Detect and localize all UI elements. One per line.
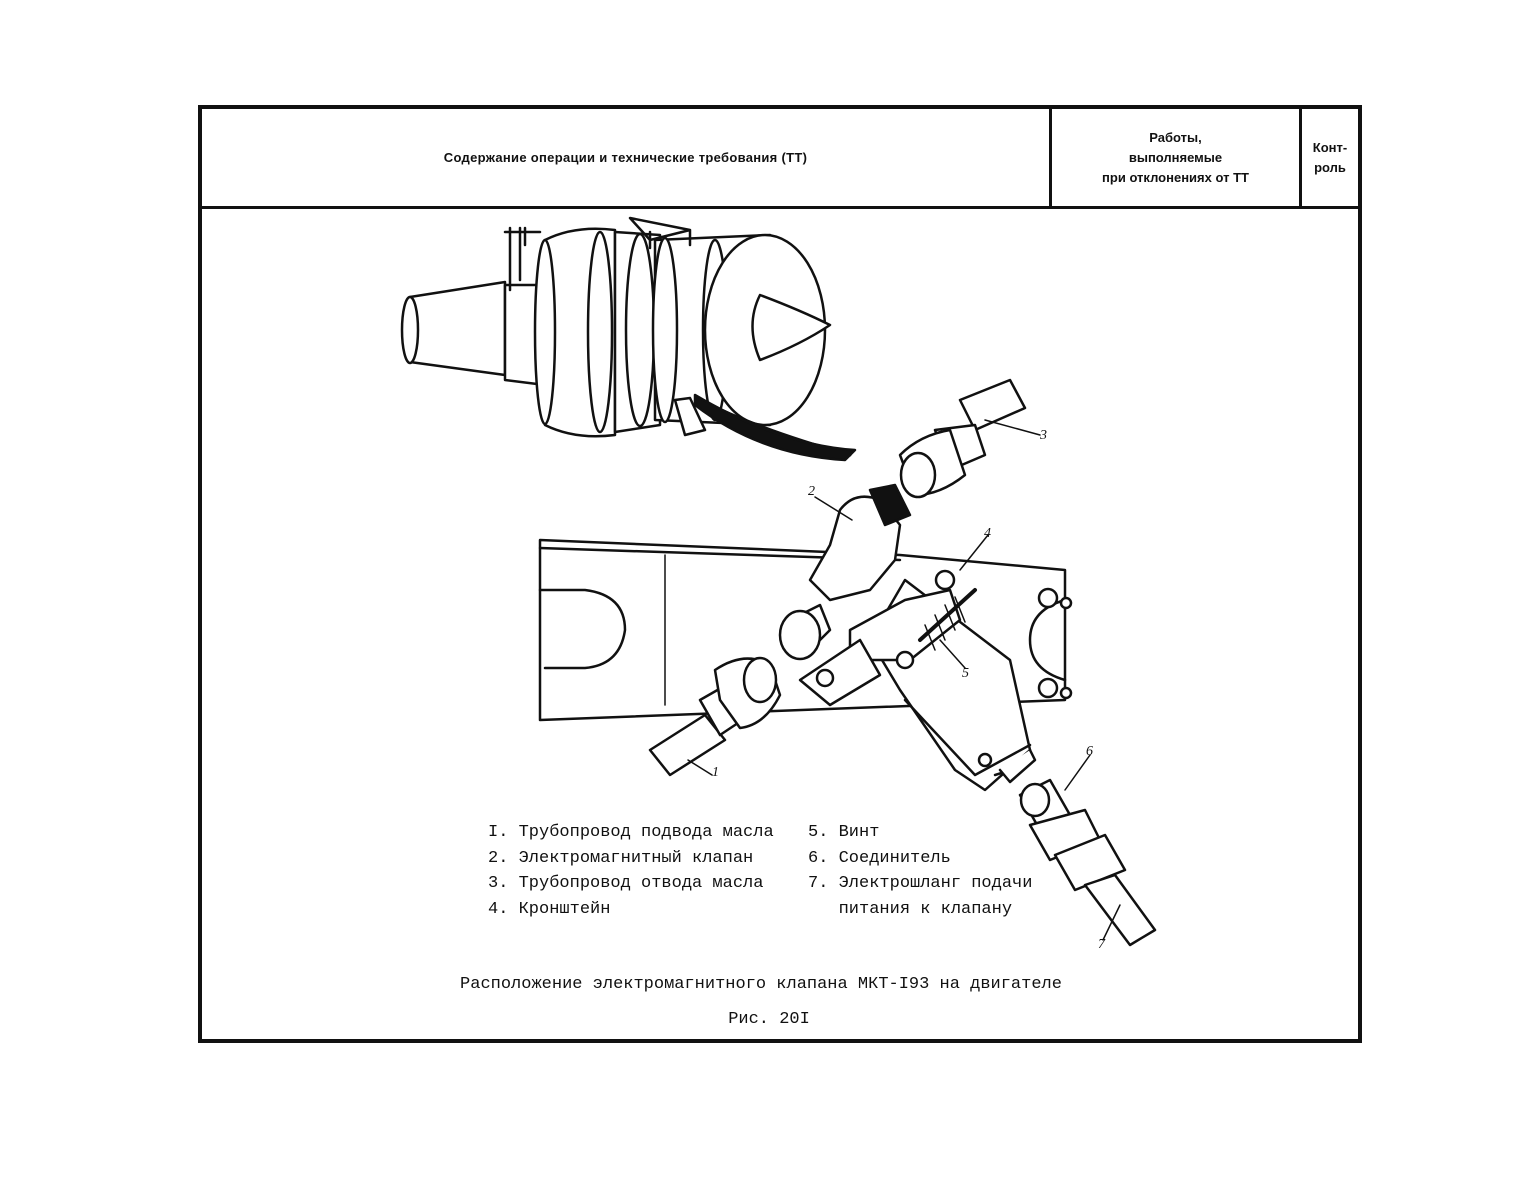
legend-item: 2. Электромагнитный клапан: [488, 848, 754, 868]
header-col-deviation: Работы, выполняемые при отклонениях от Т…: [1052, 109, 1302, 206]
legend-right: 5. Винт 6. Соединитель 7. Электрошланг под…: [808, 820, 1032, 922]
callout-2: 2: [808, 484, 815, 499]
legend-item: 7. Электрошланг подачи: [808, 874, 1033, 893]
table-header: Содержание операции и технические требов…: [202, 109, 1358, 209]
valve-body: [778, 483, 1037, 792]
figure-title: Расположение электромагнитного клапана М…: [460, 975, 1062, 994]
connector-drawing: [1018, 778, 1157, 947]
callout-3: 3: [1040, 428, 1047, 443]
legend-item: 6. Соединитель: [808, 848, 951, 868]
legend-item: 3. Трубопровод отвода масла: [488, 874, 764, 893]
callout-6: 6: [1086, 744, 1093, 759]
callout-4: 4: [984, 526, 991, 541]
legend-item: I. Трубопровод подвода масла: [488, 823, 774, 842]
header-col-control: Конт- роль: [1312, 139, 1348, 175]
legend-item: 4. Кронштейн: [488, 899, 611, 919]
figure-number: Рис. 20I: [728, 1010, 810, 1029]
legend-item: 5. Винт: [808, 823, 880, 842]
callout-7: 7: [1098, 937, 1105, 952]
pipe-outlet-drawing: [898, 378, 1027, 499]
callout-1: 1: [712, 765, 719, 780]
legend-left: I. Трубопровод подвода масла 2. Электрома…: [488, 820, 774, 922]
callout-5: 5: [962, 666, 969, 681]
document-frame: Содержание операции и технические требов…: [198, 105, 1362, 1043]
header-col-operation: Содержание операции и технические требов…: [202, 109, 1052, 206]
leader-lines: [687, 419, 1121, 941]
legend-item: питания к клапану: [808, 899, 1013, 919]
engine-drawing: [400, 216, 857, 462]
pipe-inlet-drawing: [648, 656, 782, 777]
